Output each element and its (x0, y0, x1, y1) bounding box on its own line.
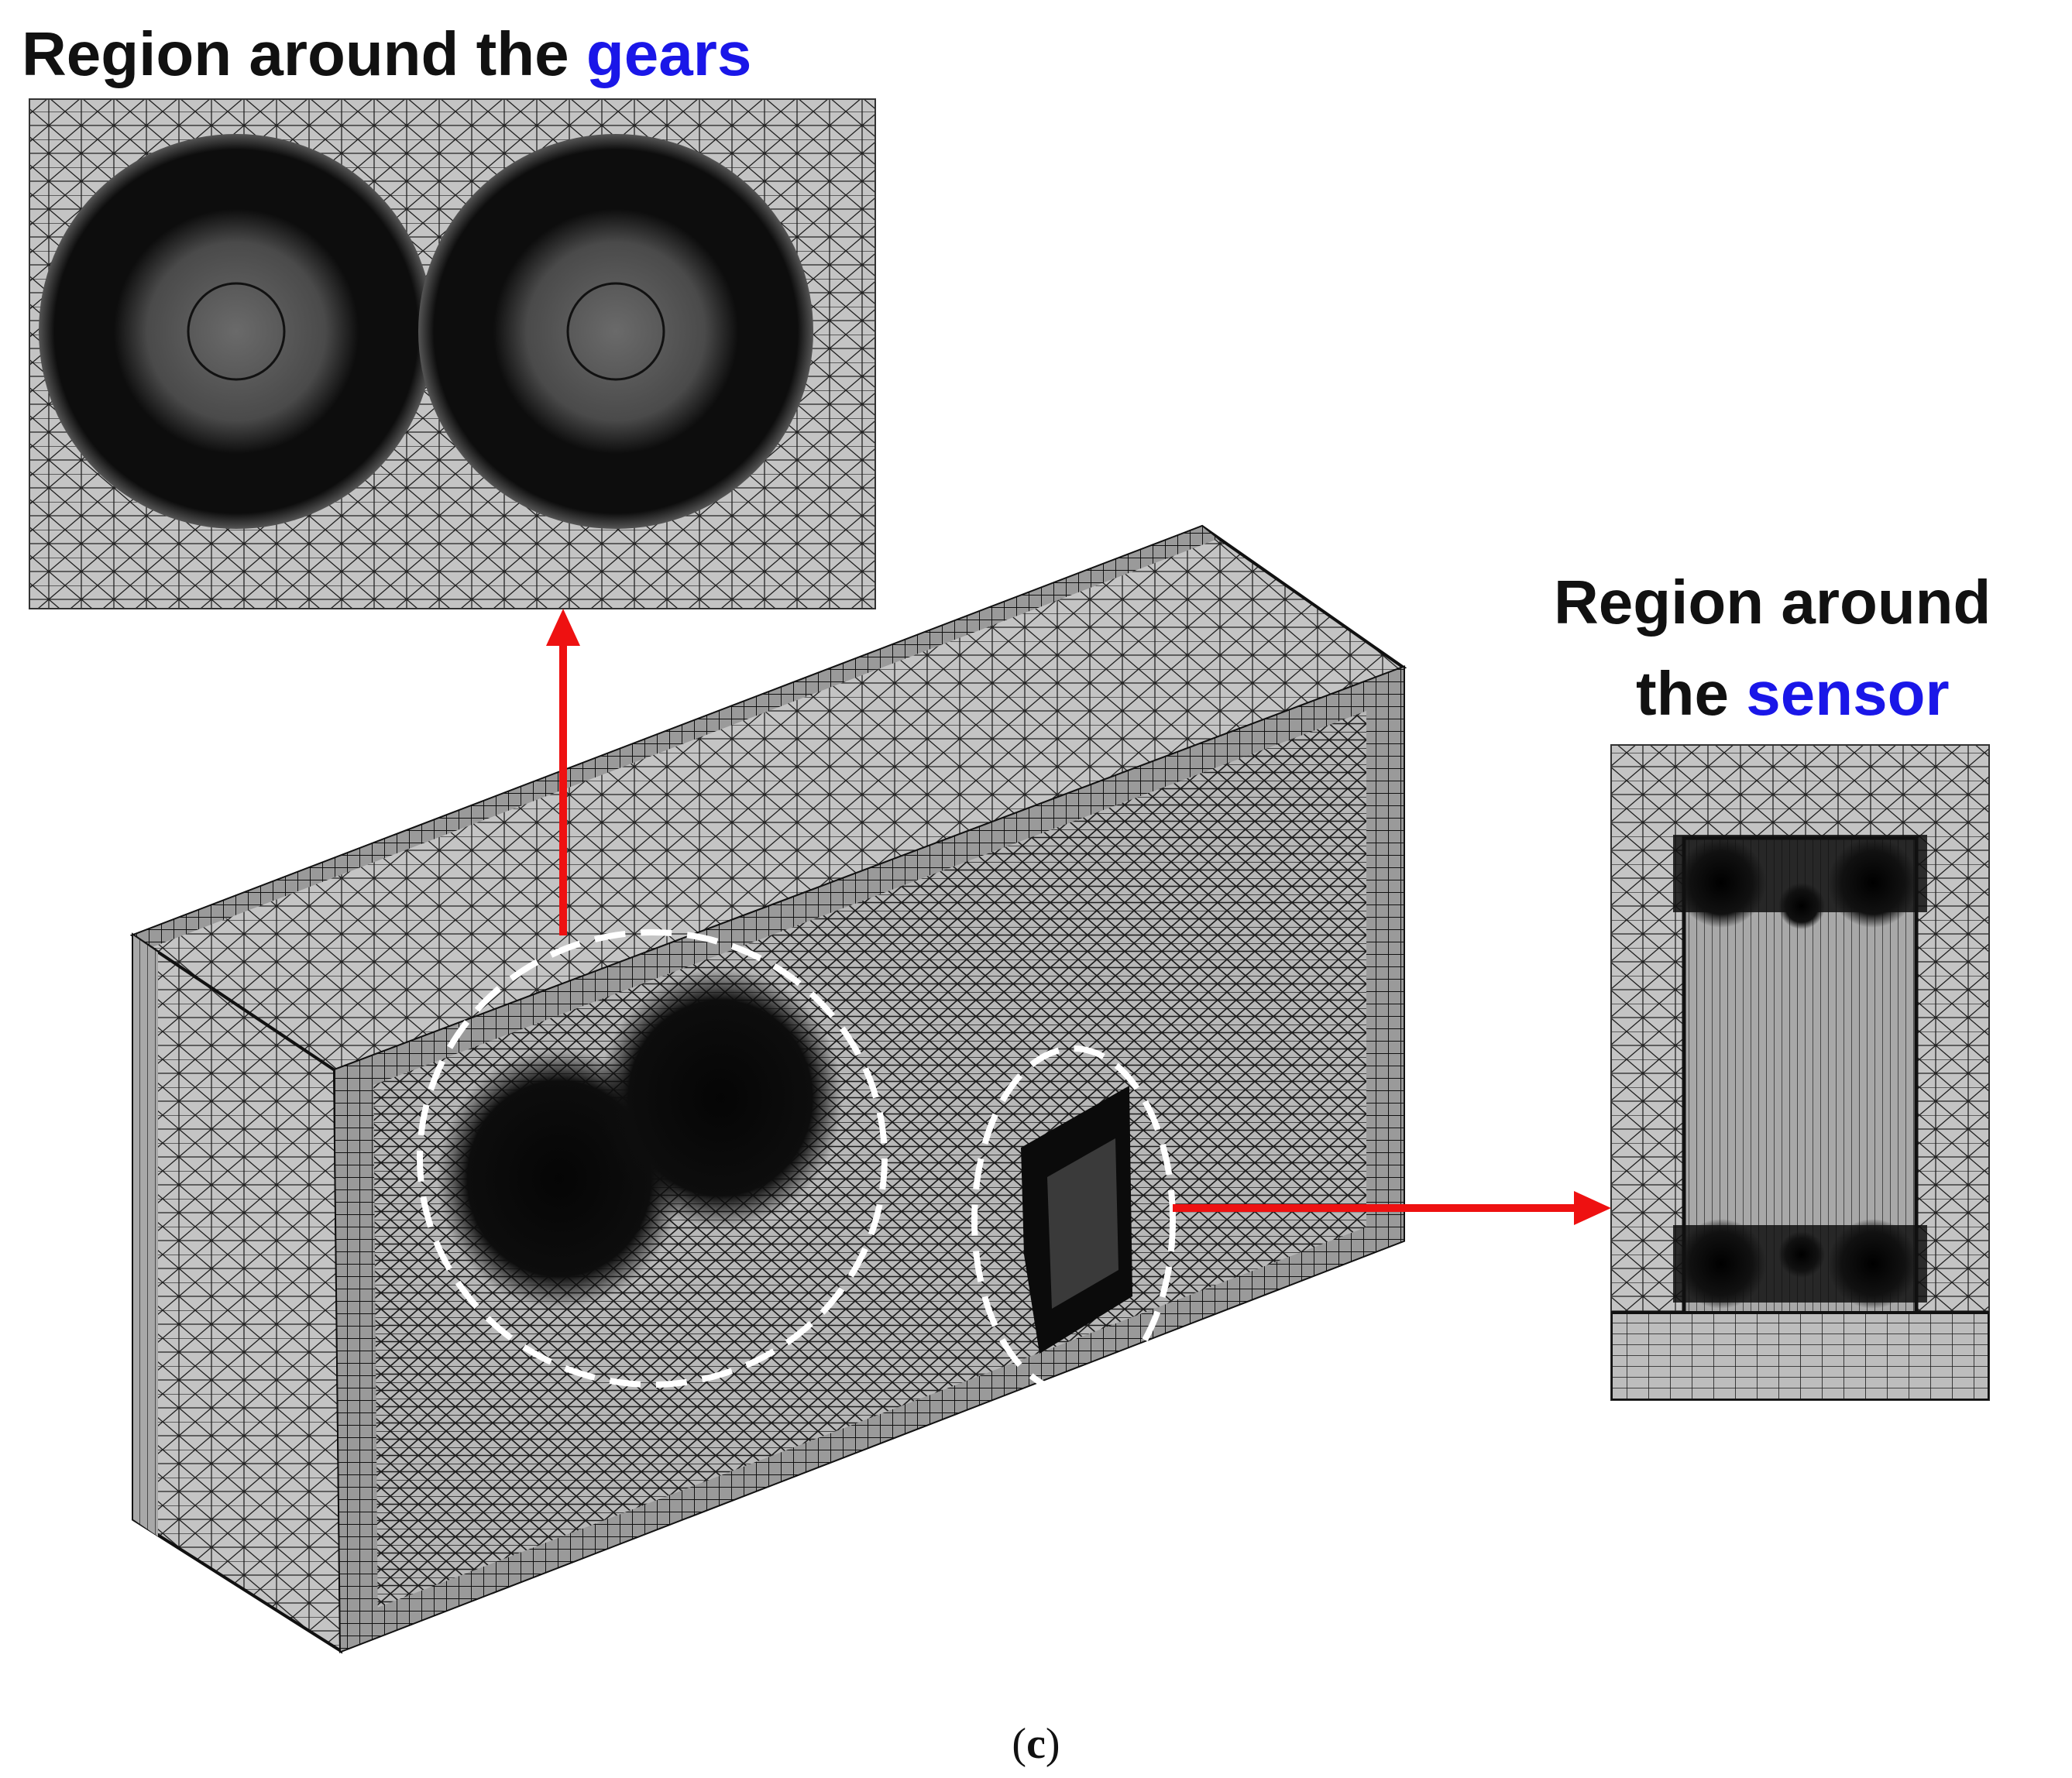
sensor-detail-panel (1610, 744, 1990, 1401)
gears-highlight-ellipse (417, 929, 888, 1388)
arrow-to-gears-head (546, 609, 580, 646)
gear-left-shaft (187, 282, 286, 381)
box-front-right-band (1366, 668, 1404, 1255)
box-front-left-band (335, 1056, 378, 1651)
mesh-box (129, 524, 1407, 1654)
sensor-title-lead: the (1636, 659, 1747, 728)
figure-caption: (c) (0, 1719, 2072, 1769)
sensor-node-top-right (1828, 838, 1918, 928)
sensor-title-line1: Region around (1554, 568, 1991, 637)
gear-right-dense-mesh (598, 968, 843, 1228)
sensor-node-bottom-mid (1778, 1231, 1825, 1278)
sensor-highlight-ellipse (971, 1045, 1176, 1395)
box-front-bottom-band (341, 1213, 1404, 1651)
gear-right-shaft (566, 282, 665, 381)
sensor-panel-title-line1: Region around (1554, 572, 1991, 633)
arrow-to-sensor-head (1574, 1191, 1611, 1225)
gears-detail-panel (29, 98, 876, 609)
gears-title-accent: gears (586, 19, 752, 88)
sensor-title-accent: sensor (1746, 659, 1950, 728)
caption-open: ( (1012, 1720, 1027, 1768)
gears-panel-title: Region around the gears (22, 23, 751, 85)
box-front-top-band (335, 668, 1404, 1100)
caption-close: ) (1045, 1720, 1060, 1768)
arrows (546, 609, 1611, 1225)
sensor-node-top-mid (1778, 883, 1825, 929)
sensor-node-top-left (1676, 838, 1766, 928)
gear-left (39, 134, 434, 529)
box-left-edge-band (133, 935, 158, 1536)
sensor-node-bottom-left (1676, 1219, 1766, 1309)
gears-title-lead: Region around the (22, 19, 586, 88)
sensor-panel-title-line2: the sensor (1636, 663, 1950, 725)
sensor-node-bottom-right (1828, 1219, 1918, 1309)
sensor-base-grid (1611, 1311, 1989, 1400)
box-top-band-back (133, 527, 1218, 948)
sensor-inner-mesh (1047, 1138, 1118, 1309)
caption-letter: c (1026, 1720, 1046, 1768)
gear-right (418, 134, 813, 529)
